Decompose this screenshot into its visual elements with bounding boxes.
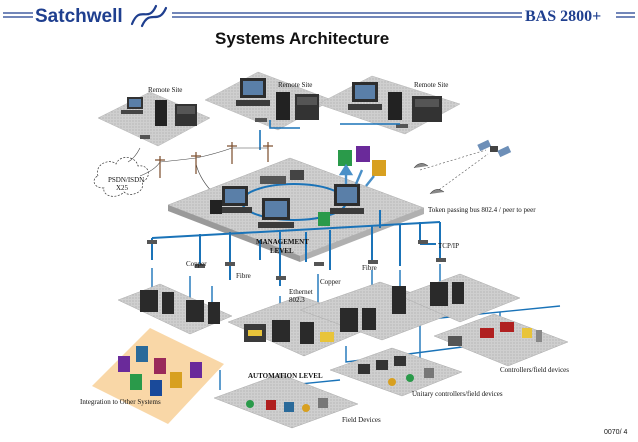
ethernet-label-line1: Ethernet xyxy=(289,288,313,296)
controllers-field-devices-equipment xyxy=(448,322,542,346)
remote-site-left-label: Remote Site xyxy=(148,86,182,94)
remote-site-right-equipment xyxy=(348,82,442,128)
ethernet-label-line2: 802.3 xyxy=(289,296,305,304)
psdn-label-line2: X25 xyxy=(116,184,129,192)
satellite-icon xyxy=(477,139,512,158)
remote-links xyxy=(259,120,400,150)
remote-site-mid-equipment xyxy=(236,78,319,122)
fibre-label-mid: Fibre xyxy=(362,264,377,272)
telephone-poles xyxy=(155,142,273,178)
copper-label-mid: Copper xyxy=(320,278,341,286)
unitary-controllers-equipment xyxy=(358,356,434,386)
integration-panel xyxy=(92,328,224,424)
unitary-label: Unitary controllers/field devices xyxy=(412,390,503,398)
fibre-label-left: Fibre xyxy=(236,272,251,280)
remote-site-mid-label: Remote Site xyxy=(278,81,312,89)
management-level-label-line2: LEVEL xyxy=(270,247,294,255)
remote-site-right-label: Remote Site xyxy=(414,81,448,89)
product-name: BAS 2800+ xyxy=(525,8,601,25)
controllers-label: Controllers/field devices xyxy=(500,366,569,374)
remote-site-left-equipment xyxy=(121,97,197,139)
satellite-dish-icon xyxy=(413,163,445,195)
field-devices-label: Field Devices xyxy=(342,416,381,424)
field-devices-equipment xyxy=(246,398,328,412)
page-title: Systems Architecture xyxy=(215,29,389,48)
controller-panels-yellow xyxy=(248,330,334,342)
management-arrows xyxy=(338,163,375,187)
brand-name: Satchwell xyxy=(35,6,123,27)
brand-logo-icon xyxy=(130,4,168,28)
integration-screens xyxy=(118,346,202,396)
management-workstations xyxy=(210,170,364,228)
satellite-links xyxy=(419,149,489,193)
automation-level-label: AUTOMATION LEVEL xyxy=(248,372,323,380)
tcpip-label: TCP/IP xyxy=(438,242,459,250)
page-code: 0070/ 4 xyxy=(604,429,627,436)
integration-label: Integration to Other Systems xyxy=(80,398,161,406)
psdn-label-line1: PSDN/ISDN xyxy=(108,176,144,184)
token-bus-label: Token passing bus 802.4 / peer to peer xyxy=(428,206,536,214)
header: Satchwell BAS 2800+ Systems Architecture xyxy=(3,4,635,48)
copper-label-left: Copper xyxy=(186,260,207,268)
psdn-cloud: PSDN/ISDN X25 xyxy=(93,157,149,197)
management-level-label-line1: MANAGEMENT xyxy=(256,238,309,246)
management-graphics-screens xyxy=(318,146,386,226)
